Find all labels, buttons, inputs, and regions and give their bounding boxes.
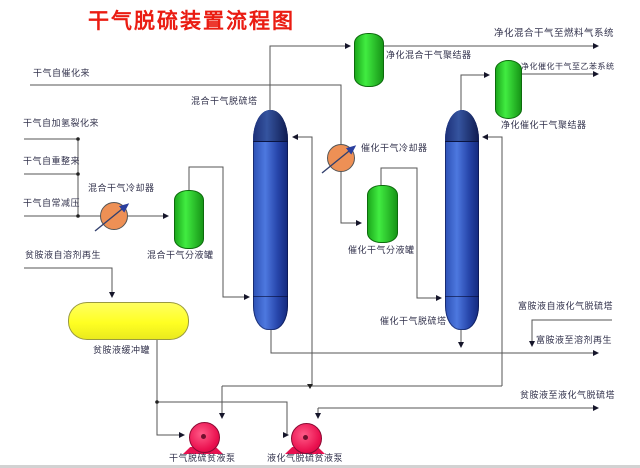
purified-catalytic-gas-coalescer bbox=[495, 60, 522, 119]
inlet-label-hydrocracking: 干气自加氢裂化来 bbox=[23, 119, 100, 129]
label-cat-ko-drum: 催化干气分液罐 bbox=[348, 246, 415, 256]
label-mixed-coalescer: 净化混合干气聚结器 bbox=[386, 51, 472, 61]
lpg-lean-amine-pump bbox=[291, 423, 322, 454]
outlet-label-rich-to-regen: 富胺液至溶剂再生 bbox=[536, 336, 613, 346]
header-junction-arrow bbox=[307, 384, 313, 389]
outlet-label-lean-to-lpg: 贫胺液至液化气脱硫塔 bbox=[520, 391, 616, 401]
label-cat-tower: 催化干气脱硫塔 bbox=[380, 317, 447, 327]
label-lean-buffer: 贫胺液缓冲罐 bbox=[93, 346, 151, 356]
pipe-junction-dots bbox=[76, 137, 313, 404]
label-cat-coalescer: 净化催化干气聚结器 bbox=[501, 121, 587, 131]
label-lpg-pump: 液化气脱硫贫液泵 bbox=[267, 454, 344, 464]
tower-seam bbox=[445, 296, 479, 297]
cooler-arrow-icon bbox=[94, 203, 130, 232]
inlet-label-lean-amine: 贫胺液自溶剂再生 bbox=[25, 251, 102, 261]
label-cat-cooler: 催化干气冷却器 bbox=[361, 144, 428, 154]
mixed-dry-gas-ko-drum bbox=[174, 190, 204, 249]
catalytic-dry-gas-ko-drum bbox=[367, 185, 398, 243]
dry-gas-lean-amine-pump bbox=[189, 422, 220, 453]
label-mixed-ko-drum: 混合干气分液罐 bbox=[147, 251, 214, 261]
lean-amine-buffer-drum bbox=[68, 302, 189, 340]
pipe-segments bbox=[24, 43, 612, 438]
cooler-arrow-icon bbox=[321, 145, 357, 174]
outlet-label-fuel-gas: 净化混合干气至燃料气系统 bbox=[494, 28, 615, 39]
outlet-label-ethylbenzene: 净化催化干气至乙苯系统 bbox=[521, 62, 615, 71]
coolers bbox=[94, 144, 357, 232]
catalytic-dry-gas-desulfurization-tower bbox=[445, 110, 479, 330]
inlet-label-atm-vacuum: 干气自常减压 bbox=[23, 199, 81, 209]
diagram-title: 干气脱硫装置流程图 bbox=[88, 9, 295, 33]
tower-seam bbox=[253, 296, 288, 297]
inlet-label-rich-from-lpg: 富胺液自液化气脱硫塔 bbox=[518, 302, 614, 312]
label-drygas-pump: 干气脱硫贫液泵 bbox=[169, 454, 236, 464]
purified-mixed-gas-coalescer bbox=[354, 33, 384, 87]
label-mixed-tower: 混合干气脱硫塔 bbox=[191, 97, 258, 107]
inlet-label-catalytic: 干气自催化来 bbox=[33, 69, 91, 79]
inlet-label-reforming: 干气自重整来 bbox=[23, 157, 81, 167]
mixed-dry-gas-desulfurization-tower bbox=[253, 110, 288, 330]
label-mixed-cooler: 混合干气冷却器 bbox=[88, 184, 155, 194]
slide-bottom-edge bbox=[0, 465, 640, 468]
